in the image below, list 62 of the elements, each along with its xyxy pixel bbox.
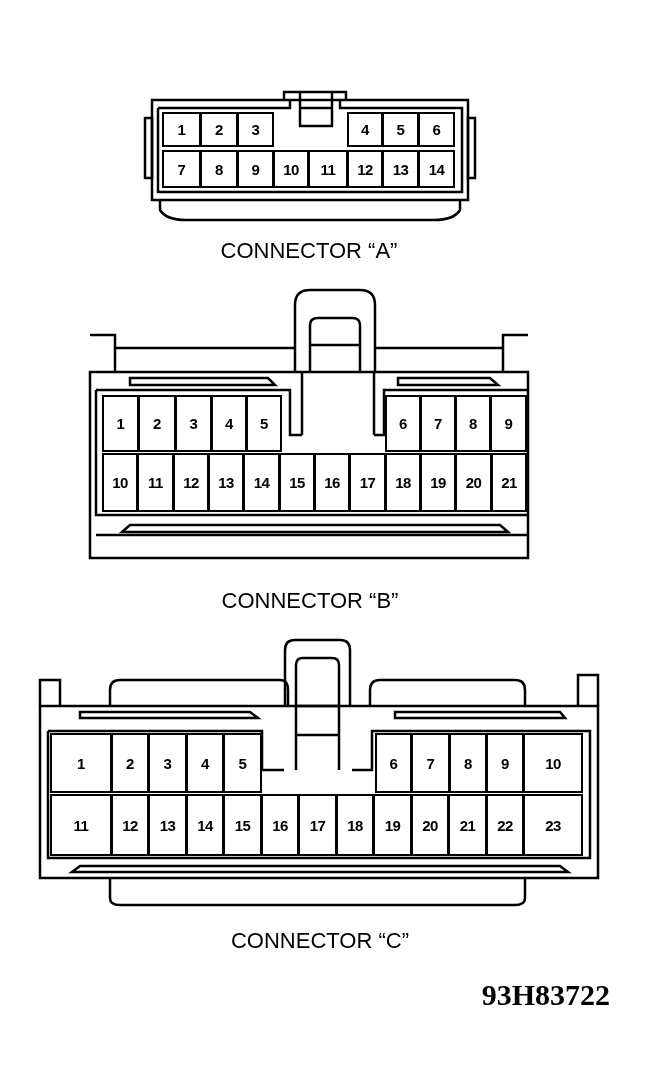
- figure-code: 93H83722: [481, 978, 610, 1012]
- pin-cavity: 5: [382, 112, 419, 147]
- pin-cavity: 2: [138, 395, 176, 452]
- pin-cavity: 9: [490, 395, 527, 452]
- pin-cavity: 14: [243, 453, 280, 512]
- pin-cavity: 10: [102, 453, 138, 512]
- pin-cavity: 7: [420, 395, 456, 452]
- connector-caption: CONNECTOR “A”: [219, 238, 399, 264]
- pin-cavity: 14: [186, 794, 224, 856]
- pin-cavity: 12: [173, 453, 209, 512]
- pin-cavity: 1: [102, 395, 139, 452]
- pin-cavity: 10: [273, 150, 309, 188]
- pin-cavity: 8: [455, 395, 491, 452]
- pin-cavity: 4: [347, 112, 383, 147]
- pin-cavity: 11: [137, 453, 174, 512]
- pin-cavity: 10: [523, 733, 583, 793]
- pin-cavity: 5: [246, 395, 282, 452]
- pin-cavity: 4: [186, 733, 224, 793]
- pin-cavity: 20: [411, 794, 449, 856]
- pin-cavity: 2: [111, 733, 149, 793]
- pin-cavity: 13: [148, 794, 187, 856]
- pin-cavity: 3: [148, 733, 187, 793]
- pin-cavity: 18: [385, 453, 421, 512]
- pin-cavity: 9: [237, 150, 274, 188]
- pin-cavity: 6: [375, 733, 412, 793]
- pin-cavity: 1: [162, 112, 201, 147]
- pin-cavity: 4: [211, 395, 247, 452]
- pin-cavity: 3: [237, 112, 274, 147]
- pin-cavity: 1: [50, 733, 112, 793]
- pin-cavity: 13: [208, 453, 244, 512]
- pin-cavity: 16: [314, 453, 350, 512]
- pin-cavity: 9: [486, 733, 524, 793]
- pin-cavity: 12: [347, 150, 383, 188]
- pin-cavity: 6: [418, 112, 455, 147]
- pin-cavity: 13: [382, 150, 419, 188]
- pin-cavity: 15: [223, 794, 262, 856]
- pin-cavity: 19: [420, 453, 456, 512]
- pin-cavity: 8: [449, 733, 487, 793]
- pin-cavity: 12: [111, 794, 149, 856]
- pin-cavity: 22: [486, 794, 524, 856]
- pin-cavity: 5: [223, 733, 262, 793]
- pin-cavity: 17: [298, 794, 337, 856]
- pin-cavity: 19: [373, 794, 412, 856]
- pin-cavity: 11: [50, 794, 112, 856]
- pin-cavity: 6: [385, 395, 421, 452]
- pin-cavity: 7: [411, 733, 450, 793]
- pin-cavity: 8: [200, 150, 238, 188]
- pin-cavity: 21: [491, 453, 527, 512]
- connector-caption: CONNECTOR “B”: [220, 588, 400, 614]
- pin-cavity: 15: [279, 453, 315, 512]
- pin-cavity: 17: [349, 453, 386, 512]
- connector-caption: CONNECTOR “C”: [230, 928, 410, 954]
- pin-cavity: 11: [308, 150, 348, 188]
- pin-cavity: 20: [455, 453, 492, 512]
- pin-cavity: 16: [261, 794, 299, 856]
- pin-cavity: 14: [418, 150, 455, 188]
- pin-cavity: 3: [175, 395, 212, 452]
- pin-cavity: 18: [336, 794, 374, 856]
- pin-cavity: 23: [523, 794, 583, 856]
- pin-cavity: 21: [448, 794, 487, 856]
- pin-cavity: 7: [162, 150, 201, 188]
- pin-cavity: 2: [200, 112, 238, 147]
